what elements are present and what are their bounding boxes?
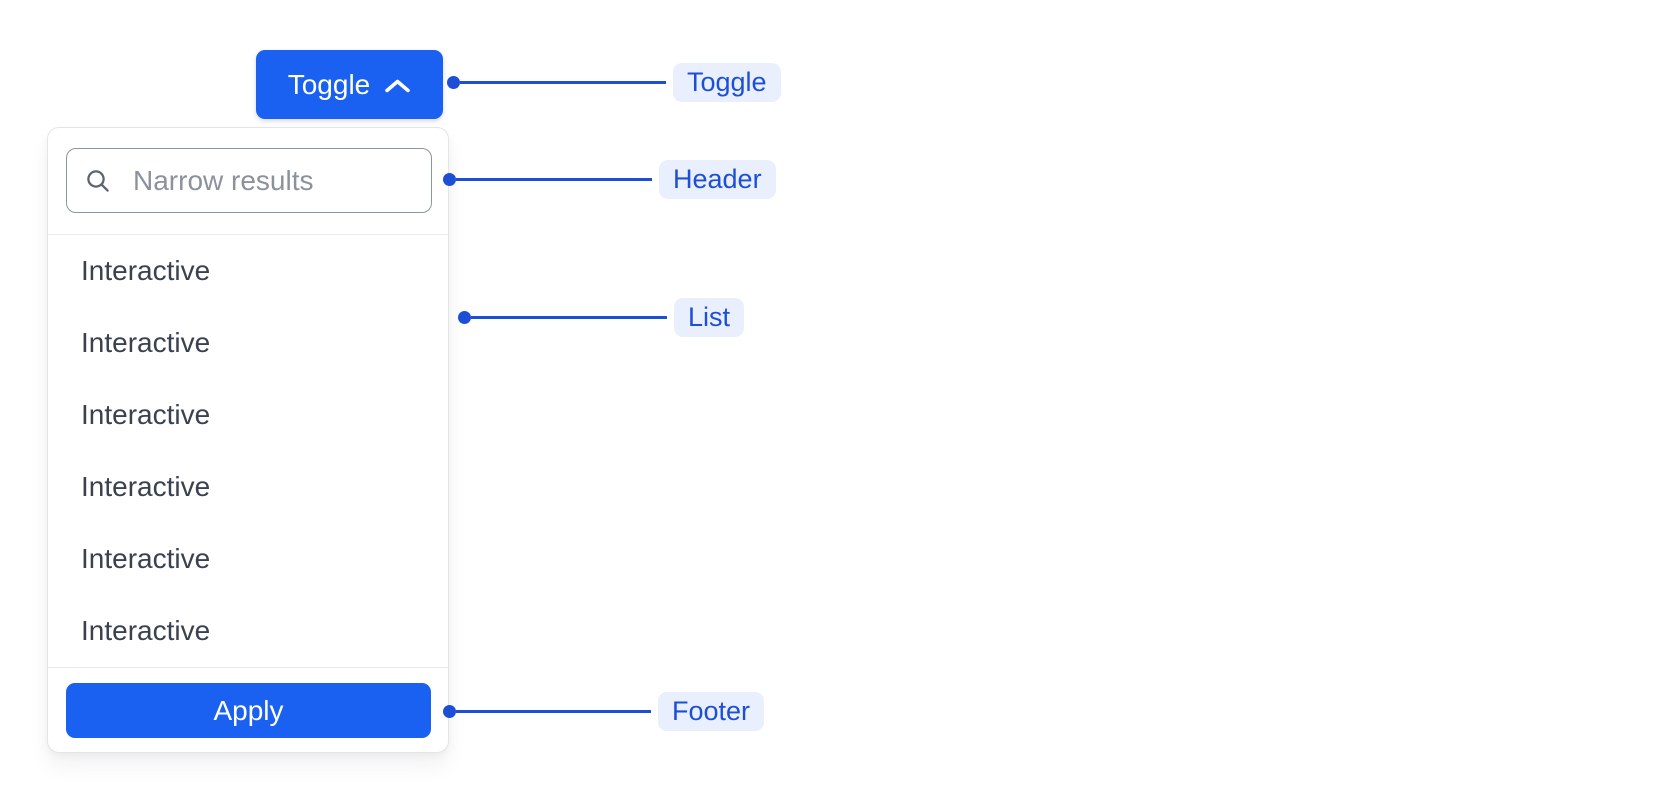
connector-dot [443, 704, 456, 718]
search-icon [85, 168, 111, 194]
dropdown-header [48, 128, 448, 235]
annotation-label-toggle: Toggle [673, 62, 781, 102]
annotation-list: List [458, 297, 745, 337]
search-box[interactable] [66, 148, 432, 213]
connector-line [456, 177, 652, 181]
dropdown-list: Interactive Interactive Interactive Inte… [48, 235, 448, 667]
list-item[interactable]: Interactive [81, 543, 211, 574]
toggle-button-label: Toggle [287, 68, 371, 100]
connector-dot [443, 172, 456, 186]
dropdown-footer: Apply [48, 667, 448, 752]
dropdown-panel: Interactive Interactive Interactive Inte… [47, 127, 449, 753]
connector-line [471, 315, 667, 319]
toggle-button[interactable]: Toggle [256, 50, 443, 119]
apply-button[interactable]: Apply [66, 683, 431, 738]
list-item[interactable]: Interactive [81, 615, 211, 646]
list-item[interactable]: Interactive [81, 399, 211, 430]
list-item[interactable]: Interactive [81, 471, 211, 502]
chevron-up-icon [384, 69, 411, 101]
annotation-label-list: List [674, 297, 745, 337]
connector-dot [458, 310, 471, 324]
search-input[interactable] [131, 163, 413, 198]
connector-dot [447, 75, 460, 89]
annotation-header: Header [443, 159, 776, 199]
annotation-toggle: Toggle [447, 62, 781, 102]
annotation-footer: Footer [443, 691, 765, 731]
annotation-label-footer: Footer [658, 691, 765, 731]
connector-line [456, 709, 651, 713]
list-item[interactable]: Interactive [81, 327, 211, 358]
annotation-label-header: Header [659, 159, 776, 199]
list-item[interactable]: Interactive [81, 255, 211, 286]
connector-line [460, 80, 666, 84]
